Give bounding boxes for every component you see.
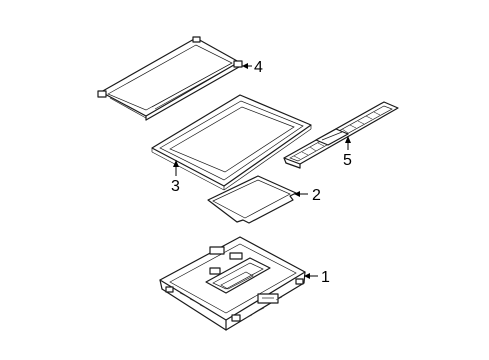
leader-3 [173,160,179,176]
part-2-floor-mat [207,175,297,224]
callout-3: 3 [171,178,180,195]
leader-1 [304,273,318,279]
callout-4: 4 [254,59,263,76]
part-4-cargo-cover [97,36,243,121]
callout-1: 1 [321,269,330,286]
part-5-scuff-plate [283,101,399,169]
part-1-floor-panel [159,236,306,331]
leader-4 [242,63,252,69]
callout-2: 2 [312,187,321,204]
callout-5: 5 [343,152,352,169]
part-3-cargo-tray [151,94,312,191]
leader-2 [294,191,308,197]
leader-5 [345,136,351,150]
